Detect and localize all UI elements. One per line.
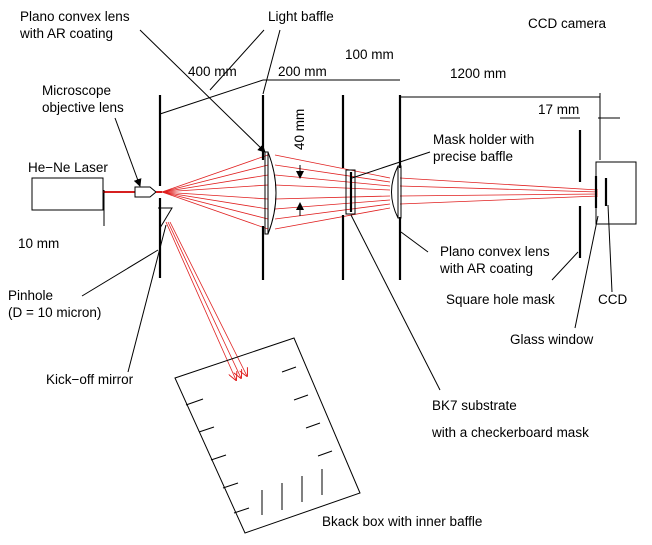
label-mask-holder-1: Mask holder with: [433, 132, 534, 147]
kick-off-mirror: [158, 207, 173, 229]
label-100mm: 100 mm: [345, 47, 394, 62]
mask-holder: [345, 169, 356, 215]
label-microscope-2: objective lens: [42, 100, 124, 115]
label-square-hole-mask: Square hole mask: [446, 292, 555, 307]
label-ccd: CCD: [598, 292, 627, 307]
converging-rays: [399, 177, 599, 205]
label-bk7-1: BK7 substrate: [432, 398, 517, 413]
label-plano-convex-bottom-2: with AR coating: [439, 261, 533, 276]
label-40mm: 40 mm: [292, 109, 307, 150]
label-ccd-camera: CCD camera: [528, 16, 607, 31]
label-pinhole-2: (D = 10 micron): [8, 305, 101, 320]
label-400mm: 400 mm: [188, 64, 237, 79]
label-17mm: 17 mm: [538, 102, 579, 117]
collimated-rays: [274, 154, 391, 230]
label-mask-holder-2: precise baffle: [433, 149, 513, 164]
kick-off-rays: [165, 221, 247, 380]
label-200mm: 200 mm: [278, 64, 327, 79]
label-plano-convex-bottom-1: Plano convex lens: [440, 244, 550, 259]
label-bk7-2: with a checkerboard mask: [431, 425, 589, 440]
label-kick-off-mirror: Kick−off mirror: [46, 372, 134, 387]
label-glass-window: Glass window: [510, 332, 594, 347]
label-black-box: Bkack box with inner baffle: [322, 514, 482, 529]
plano-convex-lens-2: [397, 165, 402, 219]
ccd-camera: [595, 161, 637, 225]
black-box: [174, 337, 361, 534]
black-box-inner-baffles: [185, 366, 333, 515]
label-plano-convex-top-1: Plano convex lens: [20, 9, 130, 24]
leader-lines: [81, 29, 613, 391]
label-plano-convex-top-2: with AR coating: [19, 26, 113, 41]
label-10mm: 10 mm: [18, 236, 59, 251]
plano-convex-lens-1: [264, 151, 269, 235]
diverging-rays: [161, 154, 269, 230]
microscope-objective: [134, 186, 157, 198]
label-1200mm: 1200 mm: [450, 66, 506, 81]
dimension-lines: [103, 79, 620, 226]
label-microscope-1: Microscope: [42, 83, 111, 98]
label-laser: He−Ne Laser: [28, 160, 108, 175]
label-pinhole-1: Pinhole: [8, 288, 53, 303]
he-ne-laser: [31, 177, 104, 211]
label-light-baffle: Light baffle: [268, 9, 334, 24]
